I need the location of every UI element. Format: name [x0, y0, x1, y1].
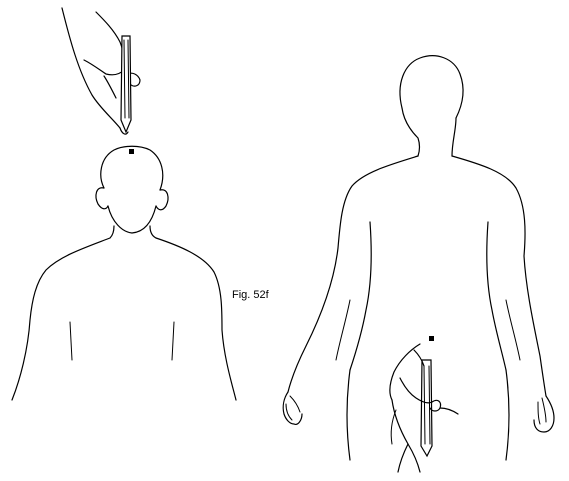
right-hand-with-pen [390, 344, 458, 472]
back-marker-dot [429, 336, 434, 341]
figure-caption: Fig. 52f [232, 289, 269, 301]
left-hand-with-pen [62, 8, 140, 134]
head-marker-dot [129, 149, 134, 154]
left-figure-outline [12, 146, 236, 400]
